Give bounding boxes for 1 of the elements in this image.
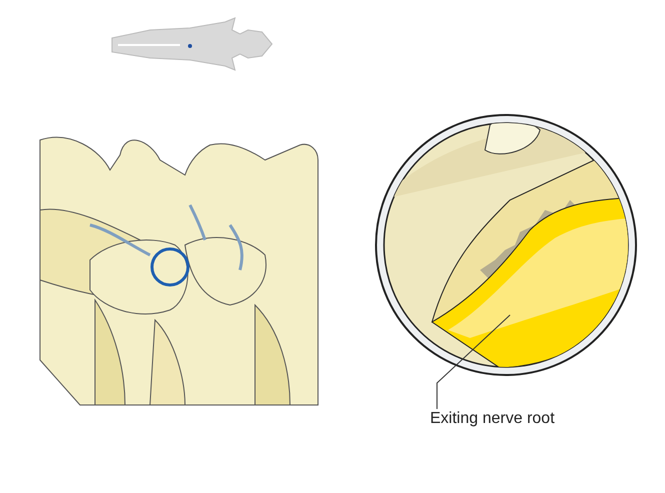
- part-label: Exiting nerve root: [430, 409, 555, 429]
